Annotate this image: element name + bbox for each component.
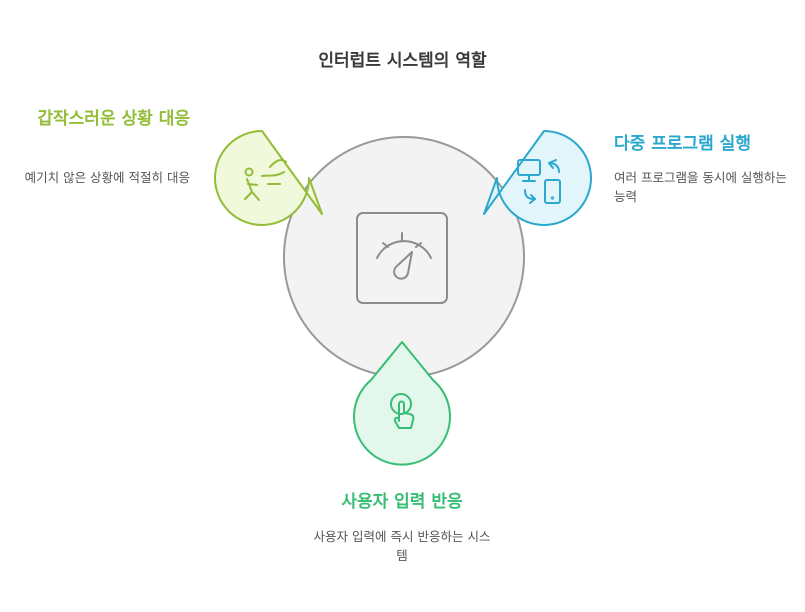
diagram-title: 인터럽트 시스템의 역할 [318,51,487,71]
drop-sudden-response [214,130,323,226]
item-heading-sudden-response: 갑작스러운 상황 대응 [37,109,190,129]
drop-user-input [353,341,451,466]
item-description-sudden-response: 예기치 않은 상황에 적절히 대응 [24,170,190,185]
item-heading-multi-program: 다중 프로그램 실행 [614,134,751,154]
gauge-icon [356,212,448,304]
drop-multi-program [483,130,592,226]
device-sync-icon [517,159,561,204]
item-heading-user-input: 사용자 입력 반응 [341,492,463,512]
item-description-multi-program: 여러 프로그램을 동시에 실행하는 능력 [614,170,787,204]
running-person-icon [244,158,287,201]
item-description-user-input: 사용자 입력에 즉시 반응하는 시스템 [313,529,491,563]
tap-hand-icon [390,393,415,429]
